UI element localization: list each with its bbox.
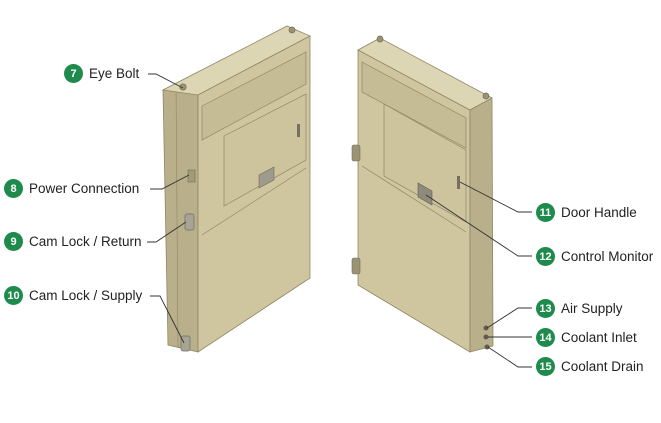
callout-text: Cam Lock / Supply [29, 288, 143, 303]
callout-text: Power Connection [29, 181, 140, 196]
leader-line-9 [147, 221, 187, 243]
cam-lock-supply [180, 335, 191, 352]
power-connection-port [187, 169, 196, 183]
air-supply-port [483, 325, 489, 331]
right-door-handle [457, 176, 460, 189]
leader-line-12 [425, 194, 532, 257]
left-control-monitor [258, 166, 275, 189]
callout-15: 15 Coolant Drain [536, 357, 644, 376]
callout-7: 7 Eye Bolt [64, 64, 139, 83]
leader-lines [147, 73, 532, 368]
callout-8: 8 Power Connection [4, 179, 139, 198]
leader-line-10 [150, 295, 185, 344]
callout-number-badge: 7 [64, 64, 83, 83]
callout-number-badge: 11 [536, 203, 555, 222]
cam-lock-return [184, 213, 195, 231]
callout-number-badge: 15 [536, 357, 555, 376]
callout-text: Cam Lock / Return [29, 234, 142, 249]
leader-line-8 [150, 174, 190, 190]
callout-text: Door Handle [561, 205, 637, 220]
callout-text: Air Supply [561, 301, 623, 316]
callout-11: 11 Door Handle [536, 203, 637, 222]
callout-text: Coolant Inlet [561, 330, 637, 345]
callout-10: 10 Cam Lock / Supply [4, 286, 142, 305]
right-control-monitor [417, 182, 433, 206]
callout-number-badge: 13 [536, 299, 555, 318]
leader-line-11 [459, 181, 532, 213]
callout-9: 9 Cam Lock / Return [4, 232, 142, 251]
callout-number-badge: 9 [4, 232, 23, 251]
callout-text: Eye Bolt [89, 66, 140, 81]
callout-number-badge: 10 [4, 286, 23, 305]
left-cabinet [161, 25, 311, 353]
callout-text: Coolant Drain [561, 359, 644, 374]
callout-number-badge: 8 [4, 179, 23, 198]
callout-text: Control Monitor [561, 249, 654, 264]
left-cabinet-side [162, 71, 199, 353]
leader-line-15 [487, 346, 532, 368]
callout-number-badge: 14 [536, 328, 555, 347]
right-cabinet-side [469, 97, 494, 353]
callout-13: 13 Air Supply [536, 299, 623, 318]
callout-12: 12 Control Monitor [536, 247, 653, 266]
left-door-handle [297, 124, 300, 137]
callout-number-badge: 12 [536, 247, 555, 266]
right-cabinet [351, 35, 494, 353]
coolant-inlet-port [483, 334, 489, 340]
left-cabinet-door [223, 93, 307, 207]
leader-line-7 [148, 73, 184, 89]
leader-line-13 [486, 307, 532, 329]
coolant-drain-port [484, 344, 490, 350]
callout-14: 14 Coolant Inlet [536, 328, 637, 347]
